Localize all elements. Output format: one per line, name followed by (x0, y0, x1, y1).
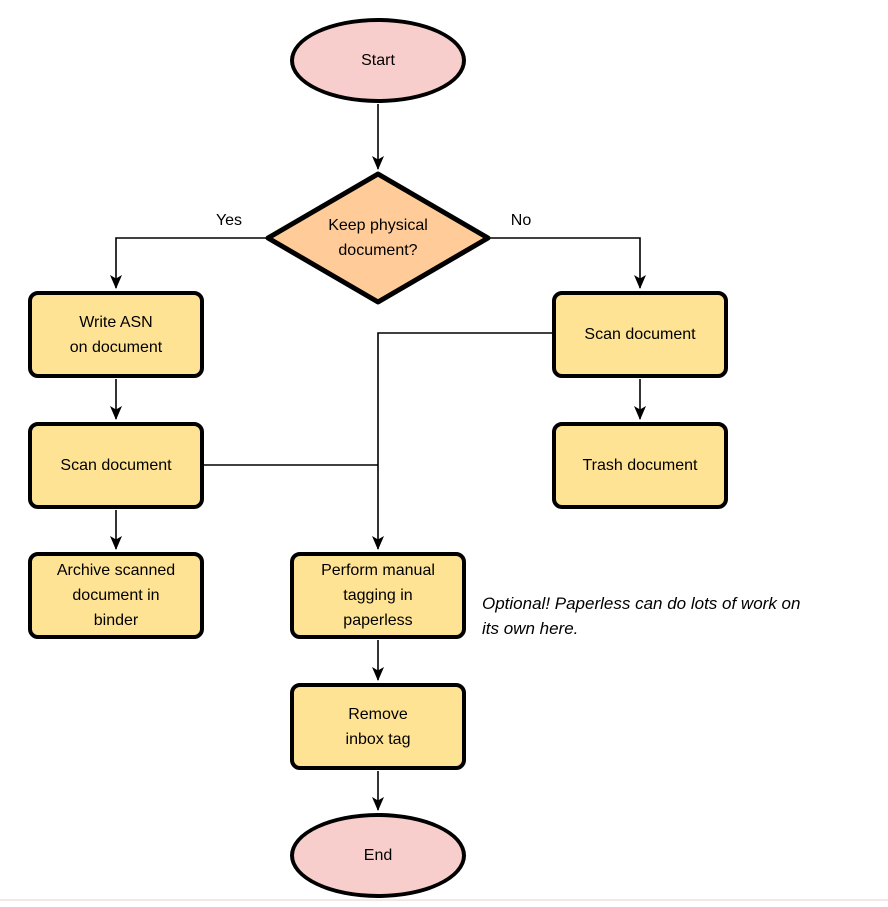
process-write-asn: Write ASN on document (28, 291, 204, 378)
process-manual-tagging-label: Perform manual tagging in paperless (321, 562, 435, 629)
end-node: End (290, 813, 466, 898)
optional-note: Optional! Paperless can do lots of work … (482, 594, 801, 638)
bottom-divider (0, 899, 888, 901)
end-node-label: End (363, 847, 393, 864)
process-scan-document-left-label: Scan document (60, 457, 172, 474)
decision-node: Keep physical document? (266, 172, 490, 304)
process-write-asn-label: Write ASN on document (69, 313, 163, 356)
process-scan-document-left: Scan document (28, 422, 204, 509)
decision-node-label: Keep physical document? (328, 217, 428, 259)
process-archive-document-label: Archive scanned document in binder (56, 562, 176, 629)
yes-branch-label: Yes (215, 212, 243, 229)
no-branch-label: No (510, 212, 532, 229)
process-remove-inbox-tag: Remove inbox tag (290, 683, 466, 770)
process-manual-tagging: Perform manual tagging in paperless (290, 552, 466, 639)
process-trash-document-label: Trash document (582, 457, 698, 474)
start-node-label: Start (361, 52, 395, 69)
process-remove-inbox-tag-label: Remove inbox tag (345, 705, 411, 748)
edge-no-to-scan-right (490, 237, 646, 289)
process-scan-document-right: Scan document (552, 291, 728, 378)
process-scan-document-right-label: Scan document (584, 326, 696, 343)
decision-diamond-shape (265, 171, 491, 305)
start-node: Start (290, 18, 466, 103)
edge-yes-to-write-asn (110, 237, 266, 289)
edge-scan-right-to-tagging (372, 332, 552, 550)
process-trash-document: Trash document (552, 422, 728, 509)
process-archive-document: Archive scanned document in binder (28, 552, 204, 639)
